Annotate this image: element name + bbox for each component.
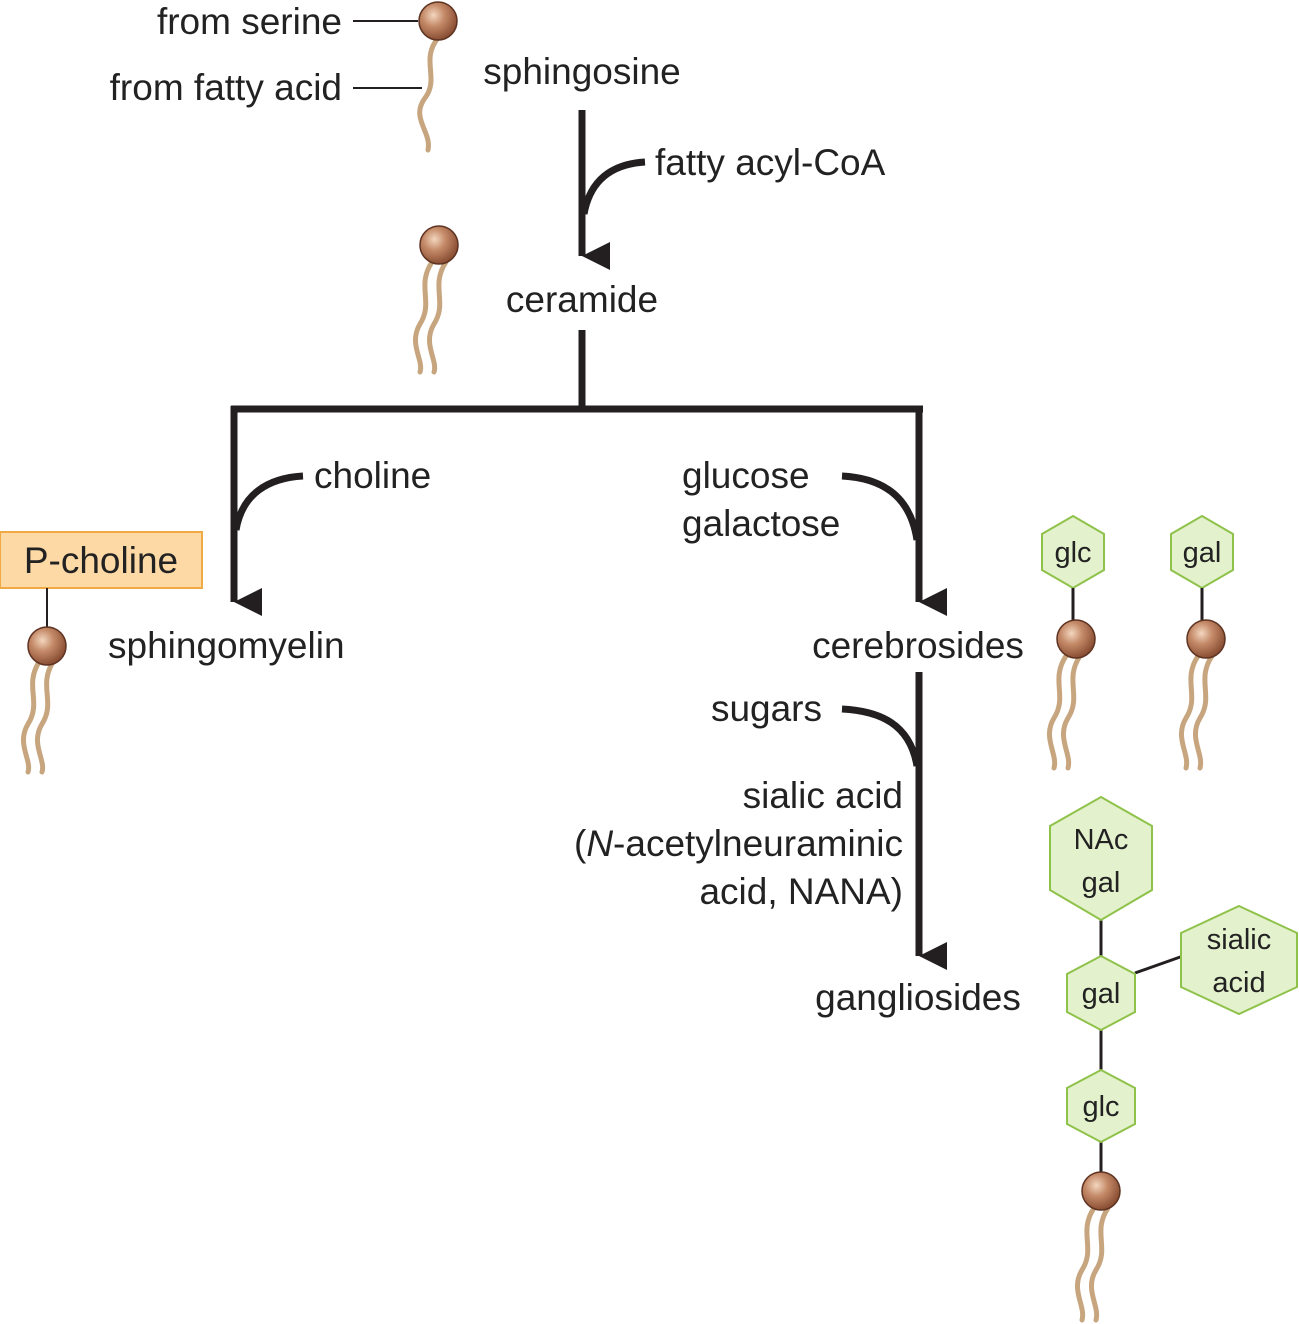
nana-italic-n: N [586, 823, 613, 864]
cerebrosides-label: cerebrosides [812, 625, 1024, 666]
galactocerebroside-molecule-icon [1170, 514, 1234, 771]
nana-name-label: (N-acetylneuraminic [574, 823, 903, 864]
glucose-galactose-input-curve [841, 472, 921, 541]
gal-label: gal [1183, 537, 1222, 569]
lipid-tail-icon [21, 659, 42, 775]
lipid-head-icon [1186, 619, 1226, 659]
sialic-acid-hexagon-icon [1180, 904, 1298, 1016]
lipid-head-icon [418, 1, 458, 41]
gal-label: gal [1082, 978, 1121, 1010]
ganglioside-molecule-icon [1049, 795, 1298, 1323]
sialic-label: sialic [1207, 924, 1271, 956]
fatty-acyl-coa-input-curve [580, 158, 646, 215]
lipid-head-icon [1081, 1171, 1121, 1211]
glycosidic-link-line [1134, 954, 1184, 975]
from-serine-label: from serine [157, 1, 342, 42]
choline-input-curve [232, 472, 304, 531]
gangliosides-label: gangliosides [815, 977, 1021, 1018]
sphingosine-molecule-icon [353, 1, 458, 153]
ceramide-label: ceramide [506, 279, 658, 320]
lipid-head-icon [27, 626, 67, 666]
ceramide-molecule-icon [413, 225, 459, 375]
nac-gal-label: gal [1082, 867, 1121, 899]
sphingomyelin-label: sphingomyelin [108, 625, 345, 666]
lipid-tail-icon [1193, 653, 1215, 771]
glc-hexagon-icon [1066, 1068, 1136, 1144]
glucocerebroside-molecule-icon [1041, 514, 1105, 771]
sphingosine-label: sphingosine [483, 51, 680, 92]
nana-abbrev-label: acid, NANA) [699, 871, 903, 912]
choline-label: choline [314, 455, 431, 496]
sugars-label: sugars [711, 688, 822, 729]
glucose-label: glucose [682, 455, 810, 496]
nac-gal-hexagon-icon [1049, 795, 1153, 922]
sphingomyelin-molecule-icon [0, 531, 203, 775]
lipid-head-icon [1056, 619, 1096, 659]
lipid-tail-icon [413, 259, 435, 375]
sialic-acid-label: sialic acid [743, 775, 903, 816]
galactose-label: galactose [682, 503, 840, 544]
lipid-head-icon [419, 225, 459, 265]
lipid-tail-icon [1047, 653, 1069, 771]
gal-hexagon-icon [1066, 954, 1136, 1032]
lipid-tail-icon [35, 659, 56, 775]
lipid-tail-icon [1089, 1205, 1111, 1323]
from-fatty-acid-label: from fatty acid [110, 67, 342, 108]
p-choline-box [0, 531, 203, 589]
fatty-acyl-coa-label: fatty acyl-CoA [655, 142, 886, 183]
nana-name-rest: -acetylneuraminic [613, 823, 903, 864]
lipid-tail-icon [1075, 1205, 1097, 1323]
nac-label: NAc [1074, 824, 1129, 856]
p-choline-label: P-choline [24, 540, 178, 581]
acid-label: acid [1212, 967, 1265, 999]
lipid-tail-icon [417, 35, 441, 153]
lipid-tail-icon [1061, 653, 1083, 771]
sugars-input-curve [841, 705, 921, 767]
nana-open-paren: ( [574, 823, 587, 864]
lipid-tail-icon [1179, 653, 1201, 771]
lipid-tail-icon [427, 259, 449, 375]
glc-label: glc [1054, 537, 1091, 569]
glc-label: glc [1082, 1091, 1119, 1123]
